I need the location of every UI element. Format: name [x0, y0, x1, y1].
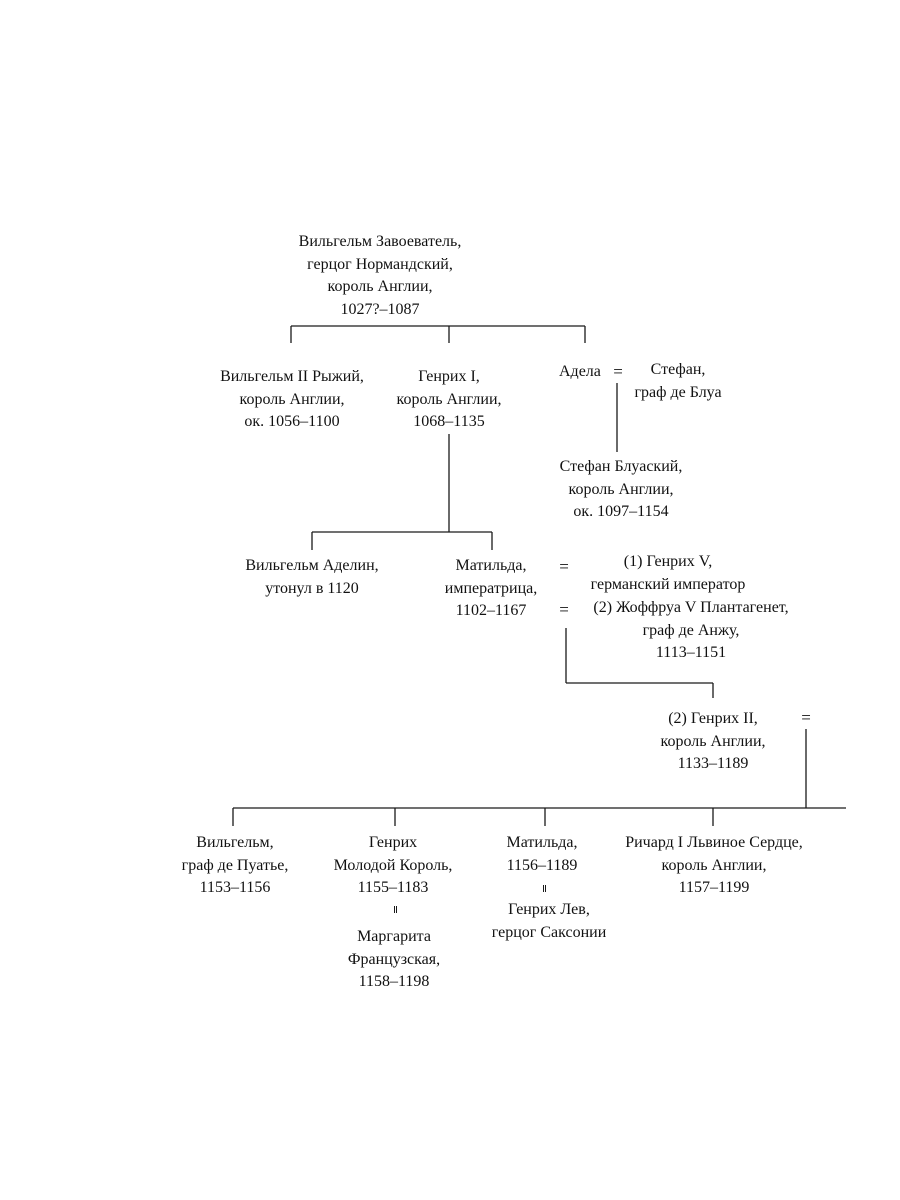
dates-line: 1027?–1087 [340, 300, 420, 318]
name-line: Ричард I Львиное Сердце, [625, 834, 803, 851]
name-line: (2) Жоффруа V Плантагенет, [593, 599, 789, 616]
name-line: Матильда, [506, 834, 578, 851]
name-line: Генрих [368, 834, 418, 851]
node-spouse-geoffrey: (2) Жоффруа V Плантагенет, граф де Анжу,… [593, 597, 788, 665]
name-line: (1) Генрих V, [623, 553, 713, 570]
note-line: утонул в 1120 [265, 579, 359, 597]
node-stephen-king: Стефан Блуаский, король Англии, ок. 1097… [560, 456, 683, 524]
marriage-symbol-henry-margaret: II [393, 905, 398, 916]
title-line: король Англии, [239, 390, 345, 408]
node-henry-ii: (2) Генрих II, король Англии, 1133–1189 [660, 708, 765, 776]
node-margaret-france: Маргарита Французская, 1158–1198 [348, 926, 440, 994]
dates-line: 1113–1151 [655, 644, 727, 661]
dates-line: ок. 1097–1154 [573, 503, 669, 520]
name-line: Генрих I, [418, 368, 480, 385]
dates-line: 1102–1167 [455, 602, 527, 619]
node-william-poitiers: Вильгельм, граф де Пуатье, 1153–1156 [182, 832, 289, 900]
node-spouse-henry-v: (1) Генрих V, германский император [591, 551, 746, 596]
title-line: герцог Нормандский, [307, 255, 453, 273]
node-matilda-1156: Матильда, 1156–1189 [507, 832, 578, 877]
dates-line: 1158–1198 [358, 973, 430, 990]
dates-line: 1157–1199 [678, 879, 750, 896]
title-line: Молодой Король, [333, 856, 453, 874]
title-line: король Англии, [396, 390, 502, 408]
dates-line: 1153–1156 [199, 879, 271, 896]
marriage-symbol-matilda-henry-v: = [559, 557, 569, 576]
dates-line: ок. 1056–1100 [244, 413, 340, 430]
name-line: Вильгельм, [196, 834, 274, 851]
title-line: король Англии, [661, 856, 767, 874]
marriage-symbol-henry-ii: = [801, 708, 811, 727]
dates-line: 1133–1189 [677, 755, 749, 772]
node-william-adelin: Вильгельм Аделин, утонул в 1120 [245, 555, 378, 600]
node-stephen-count-blois: Стефан, граф де Блуа [634, 359, 721, 404]
name-line: Матильда, [455, 557, 527, 574]
title-line: граф де Пуатье, [181, 856, 289, 874]
title-line: Французская, [347, 950, 441, 968]
node-matilda-empress: Матильда, императрица, 1102–1167 [445, 555, 537, 623]
name-line: Стефан, [650, 361, 706, 378]
title-line: граф де Анжу, [642, 621, 740, 639]
name-line: Вильгельм II Рыжий, [220, 368, 364, 385]
title-line: германский император [590, 575, 746, 593]
name-line: Вильгельм Завоеватель, [298, 233, 462, 250]
name-line: Адела [559, 363, 601, 380]
title-line: король Англии, [660, 732, 766, 750]
node-richard-i: Ричард I Львиное Сердце, король Англии, … [625, 832, 803, 900]
title-line: король Англии, [568, 480, 674, 498]
title-line: граф де Блуа [634, 383, 722, 401]
name-line: Генрих Лев, [508, 901, 590, 918]
dates-line: 1155–1183 [357, 879, 429, 896]
name-line: Стефан Блуаский, [559, 458, 683, 475]
marriage-symbol-matilda-geoffrey: = [559, 600, 569, 619]
node-henry-i: Генрих I, король Англии, 1068–1135 [396, 366, 501, 434]
marriage-symbol-adela-stephen: = [613, 362, 623, 381]
marriage-symbol-matilda-henry-lion: II [542, 884, 547, 895]
node-henry-young-king: Генрих Молодой Король, 1155–1183 [334, 832, 453, 900]
name-line: Вильгельм Аделин, [245, 557, 379, 574]
name-line: (2) Генрих II, [668, 710, 758, 727]
node-william-conqueror: Вильгельм Завоеватель, герцог Нормандски… [299, 231, 462, 321]
title-line: король Англии, [327, 278, 433, 295]
name-line: Маргарита [357, 928, 431, 945]
title-line: императрица, [444, 579, 538, 597]
title-line: герцог Саксонии [491, 923, 607, 941]
dates-line: 1156–1189 [506, 856, 578, 874]
node-henry-lion: Генрих Лев, герцог Саксонии [492, 899, 607, 944]
dates-line: 1068–1135 [413, 413, 485, 430]
node-adela: Адела [559, 361, 601, 384]
node-william-ii: Вильгельм II Рыжий, король Англии, ок. 1… [220, 366, 364, 434]
